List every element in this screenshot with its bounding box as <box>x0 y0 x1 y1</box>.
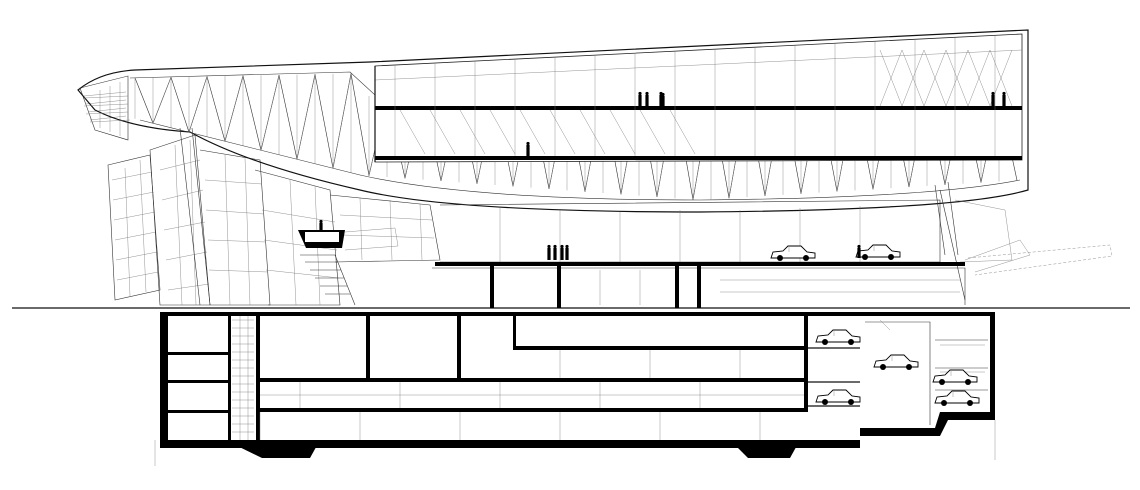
glass-brace <box>399 109 426 155</box>
person-figure <box>565 244 569 260</box>
person-figure <box>547 244 551 260</box>
truss-brace <box>188 76 208 133</box>
car <box>873 354 919 370</box>
glass-brace <box>923 49 947 107</box>
truss-diagonal <box>206 76 226 142</box>
person-figure <box>661 92 665 106</box>
glass-brace <box>639 109 666 155</box>
glass-brace <box>967 49 991 107</box>
truss-brace <box>224 75 244 142</box>
glass-brace <box>459 109 486 155</box>
car <box>934 390 980 406</box>
car <box>932 369 978 385</box>
support-legs <box>179 127 1031 306</box>
truss-diagonal <box>314 74 334 169</box>
truss-brace <box>152 77 172 124</box>
car <box>815 329 861 345</box>
truss-diagonal <box>278 74 298 160</box>
truss-diagonal <box>170 77 190 133</box>
person-figure <box>553 244 557 260</box>
glass-brace <box>579 109 606 155</box>
truss-diagonal <box>134 77 154 124</box>
person-figure <box>857 244 861 258</box>
truss-brace <box>296 74 316 160</box>
people-figures <box>319 91 1006 260</box>
truss-diagonal <box>350 73 370 176</box>
person-figure <box>560 244 564 260</box>
person-figure <box>991 91 995 106</box>
person-figure <box>526 141 530 156</box>
left-background-facade <box>79 75 441 306</box>
car <box>855 244 901 260</box>
person-figure <box>638 91 642 106</box>
glass-brace <box>549 109 576 155</box>
glass-brace <box>489 109 516 155</box>
glass-brace <box>945 49 969 107</box>
person-figure <box>645 91 649 106</box>
glass-brace <box>429 109 456 155</box>
right-dashed-canopy <box>967 244 1113 276</box>
glass-brace <box>901 49 925 107</box>
glass-brace <box>879 49 903 107</box>
upper-glass-volume <box>374 33 1023 163</box>
basement-structure <box>160 312 995 458</box>
person-figure <box>319 219 323 232</box>
ground-level-podium <box>432 199 966 308</box>
truss-diagonal <box>242 75 262 151</box>
car <box>770 245 816 261</box>
glass-mullions <box>394 35 1013 156</box>
car <box>815 389 861 405</box>
glass-brace <box>669 109 696 155</box>
truss-brace <box>260 74 280 151</box>
glass-brace <box>609 109 636 155</box>
truss-brace <box>332 73 352 169</box>
parked-cars <box>770 244 980 406</box>
person-figure <box>1002 91 1006 106</box>
glass-brace <box>519 109 546 155</box>
